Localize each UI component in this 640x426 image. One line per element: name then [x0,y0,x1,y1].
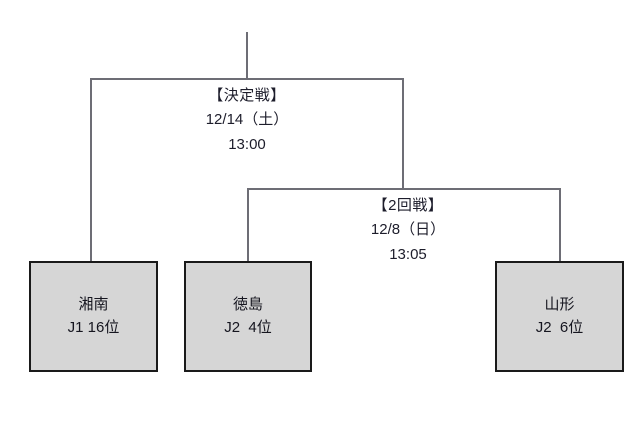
match-date: 12/14（土） [205,111,289,129]
team-rank: J1 16位 [67,318,120,336]
team-rank: J2 4位 [224,318,272,336]
final-connector-bar [91,78,404,80]
round2-leg-left-line [247,188,249,262]
match-label-round2: 【2回戦】 12/8（日） 13:05 [312,194,504,267]
team-name: 徳島 [232,296,263,313]
match-round-name: 【2回戦】 [372,197,444,214]
team-name: 山形 [544,296,575,313]
round2-leg-right-line [559,188,561,262]
match-label-final: 【決定戦】 12/14（土） 13:00 [151,84,343,157]
match-round-name: 【決定戦】 [208,87,286,104]
match-date: 12/8（日） [370,221,446,239]
champion-stem-line [246,32,248,79]
team-name: 湘南 [78,296,109,313]
match-time: 13:05 [389,245,427,263]
final-leg-left-line [90,78,92,261]
team-rank: J2 6位 [535,318,584,336]
team-box-shonan: 湘南 J1 16位 [29,261,158,372]
team-box-tokushima: 徳島 J2 4位 [184,261,312,372]
team-box-yamagata: 山形 J2 6位 [495,261,624,372]
match-time: 13:00 [228,135,266,153]
round2-connector-bar [248,188,561,190]
final-leg-right-line [402,78,404,189]
